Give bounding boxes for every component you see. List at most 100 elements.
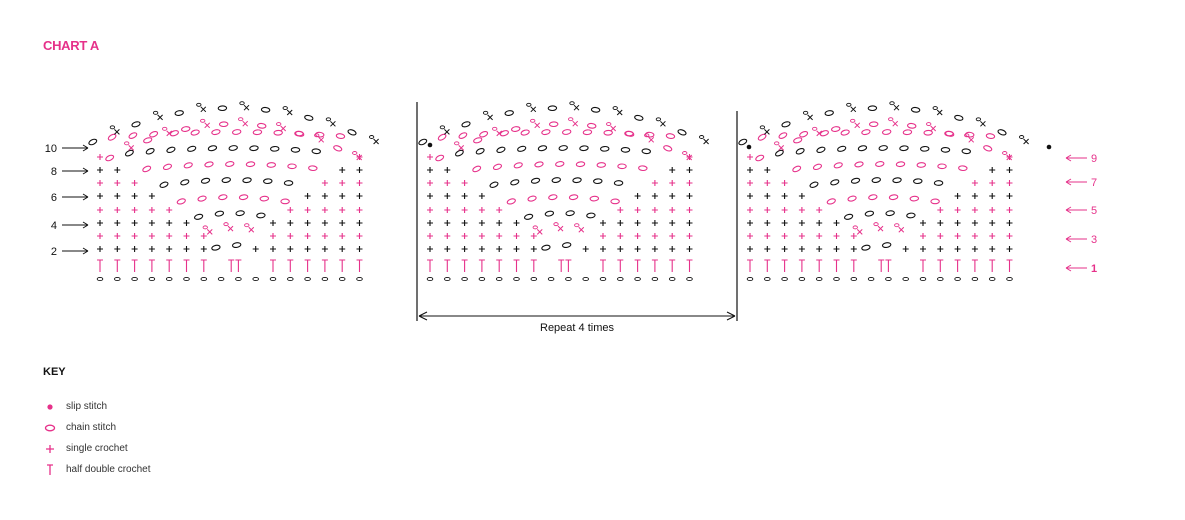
chain-mark <box>273 129 283 136</box>
chain-mark <box>252 129 263 136</box>
sc-increase-mark <box>980 120 986 127</box>
chain-mark <box>256 122 267 129</box>
chain-mark <box>843 213 854 220</box>
chain-mark <box>183 162 193 169</box>
single-crochet-mark <box>114 207 121 213</box>
single-crochet-mark <box>427 154 433 160</box>
sc-increase-mark <box>200 106 207 113</box>
foundation-chain-mark <box>444 276 451 282</box>
single-crochet-mark <box>321 220 328 226</box>
chain-mark <box>530 177 541 184</box>
single-crochet-mark <box>833 246 840 252</box>
chain-mark <box>214 210 225 217</box>
single-crochet-mark <box>651 193 658 199</box>
chain-mark <box>854 161 864 168</box>
sc-increase-mark <box>578 226 585 233</box>
sc-increase-mark <box>114 128 120 135</box>
single-crochet-mark <box>833 220 840 226</box>
sc-increase-mark <box>166 130 173 137</box>
chain-mark <box>868 194 878 201</box>
single-crochet-mark <box>97 246 103 252</box>
single-crochet-mark <box>989 246 996 252</box>
single-crochet-mark <box>148 207 155 213</box>
hdc-mark <box>764 259 771 272</box>
key-item-half-double-crochet: half double crochet <box>43 459 151 480</box>
sc-increase-mark <box>248 226 255 233</box>
single-crochet-mark <box>478 246 485 252</box>
chain-mark <box>193 213 204 220</box>
single-crochet-mark <box>764 233 771 239</box>
foundation-chain-mark <box>96 276 104 282</box>
chain-mark <box>187 145 197 152</box>
single-crochet-mark <box>114 193 121 199</box>
key-item-chain-stitch: chain stitch <box>43 417 151 438</box>
repeat-arrow <box>418 311 736 321</box>
single-crochet-mark <box>356 233 363 239</box>
foundation-chain-mark <box>252 276 259 282</box>
chain-mark <box>824 110 834 116</box>
chain-mark <box>799 131 809 138</box>
foundation-chain-mark <box>338 276 346 282</box>
row-label-right: 9 <box>1091 153 1097 165</box>
single-crochet-mark <box>937 207 944 213</box>
single-crochet-mark <box>764 207 771 213</box>
sc-increase-mark <box>157 114 163 121</box>
chain-mark <box>347 129 357 136</box>
single-crochet-mark <box>461 233 468 239</box>
chain-mark <box>231 129 242 135</box>
foundation-chain-mark <box>599 276 607 282</box>
hdc-mark <box>1006 259 1013 272</box>
hdc-mark <box>617 259 624 272</box>
chain-mark <box>437 133 447 141</box>
row-label-right: 1 <box>1091 263 1097 275</box>
single-crochet-mark <box>816 246 823 252</box>
single-crochet-mark <box>183 220 190 226</box>
single-crochet-mark <box>781 207 788 213</box>
chain-mark <box>906 212 916 219</box>
chain-mark <box>774 149 784 157</box>
single-crochet-mark <box>902 246 909 252</box>
chain-mark <box>933 180 944 186</box>
chain-mark <box>881 242 892 249</box>
single-crochet-mark <box>634 220 641 226</box>
single-crochet-mark <box>200 233 207 239</box>
chain-mark <box>793 137 803 144</box>
chain-mark <box>435 154 445 162</box>
hdc-mark <box>478 259 485 272</box>
single-crochet-mark <box>148 193 155 199</box>
chain-mark <box>228 145 238 151</box>
foundation-chain-mark <box>165 276 173 282</box>
chain-mark <box>871 177 881 183</box>
chain-mark <box>812 163 823 171</box>
chain-mark <box>190 129 200 136</box>
chain-mark <box>888 194 899 201</box>
hdc-mark <box>114 259 121 272</box>
single-crochet-mark <box>339 220 346 226</box>
hdc-mark <box>321 259 328 272</box>
foundation-chain-mark <box>114 276 121 282</box>
single-crochet-mark <box>427 220 433 226</box>
single-crochet-mark <box>97 233 103 239</box>
single-crochet-mark <box>781 246 788 252</box>
single-crochet-mark <box>816 220 823 226</box>
chain-mark <box>738 138 748 146</box>
single-crochet-mark <box>600 233 606 239</box>
single-crochet-mark <box>1006 233 1013 239</box>
single-crochet-mark <box>97 180 103 186</box>
single-crochet-mark <box>427 167 433 173</box>
chain-mark <box>582 129 593 136</box>
chain-mark <box>916 162 927 168</box>
chain-mark <box>489 181 499 188</box>
foundation-chain-mark <box>200 276 208 282</box>
row-label-left: 2 <box>51 246 57 258</box>
chain-mark <box>238 194 249 201</box>
row-label-left: 6 <box>51 192 57 204</box>
slip-stitch-icon <box>43 400 57 414</box>
key-label: single crochet <box>66 443 128 454</box>
chain-mark <box>304 114 314 121</box>
sc-increase-mark <box>1006 154 1013 161</box>
row-label-right: 3 <box>1091 234 1097 246</box>
chain-mark <box>149 131 159 138</box>
chain-mark <box>211 129 221 136</box>
row-label-left: 4 <box>51 220 57 232</box>
